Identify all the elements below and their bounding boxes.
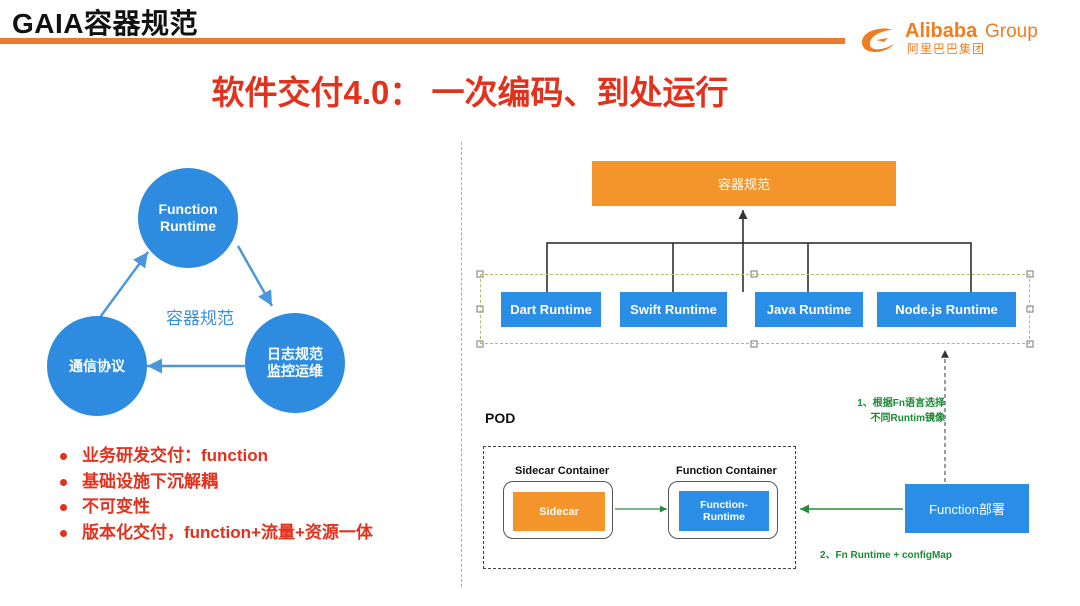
cycle-node-logging-line1: 日志规范 [267,346,323,362]
vertical-divider [461,142,462,587]
header-rule [0,38,845,44]
note-select-image: 1、根据Fn语言选择 不同Runtim镜像 [835,396,945,426]
cycle-arrow-top-right [236,245,274,307]
bullet-item: 版本化交付，function+流量+资源一体 [60,522,373,548]
bullet-item: 业务研发交付：function [60,445,373,471]
pod-label: POD [485,410,516,426]
alibaba-logo-icon [862,28,894,52]
note-select-image-line1: 1、根据Fn语言选择 [857,398,945,409]
runtime-dart: Dart Runtime [501,292,601,327]
sidecar-container-box [503,481,613,539]
page-title: GAIA容器规范 [12,8,199,39]
function-runtime-line2: Runtime [702,511,745,523]
sidecar-container-title: Sidecar Container [515,465,610,477]
cycle-node-logging-line2: 监控运维 [267,363,323,379]
function-container-box [668,481,778,539]
container-spec-box: 容器规范 [592,161,896,206]
selection-handle [1026,305,1034,313]
selection-handle [1026,340,1034,348]
cycle-node-function-runtime-line1: Function [158,201,218,217]
function-runtime-line1: Function- [700,499,748,511]
function-runtime-box: Function-Runtime [679,491,769,531]
function-container-title: Function Container [676,465,777,477]
bullet-item: 不可变性 [60,496,373,522]
runtime-nodejs: Node.js Runtime [877,292,1016,327]
selection-handle [750,340,758,348]
sidecar-box: Sidecar [513,492,605,531]
cycle-arrow-left-up [96,251,150,321]
headline: 软件交付4.0： 一次编码、到处运行 [0,66,1080,114]
headline-text: 软件交付4.0： 一次编码、到处运行 [211,74,729,111]
note-runtime-configmap: 2、Fn Runtime + configMap [820,550,952,561]
tree-connector [546,242,972,292]
logo-chinese-text: 阿里巴巴集团 [907,42,986,56]
function-deploy-box: Function部署 [905,484,1029,533]
pod-box [483,446,796,569]
runtime-swift: Swift Runtime [620,292,727,327]
logo-group-text: Group [985,21,1038,42]
runtime-java: Java Runtime [755,292,863,327]
bullet-item: 基础设施下沉解耦 [60,471,373,497]
cycle-node-protocol-label: 通信协议 [69,357,125,374]
cycle-node-function-runtime-line2: Runtime [159,218,216,234]
runtime-selection-box [480,274,1030,344]
cycle-node-protocol: 通信协议 [47,316,147,416]
cycle-center-label: 容器规范 [166,309,234,328]
bullet-list: 业务研发交付：function 基础设施下沉解耦 不可变性 版本化交付，func… [60,445,373,547]
logo-brand-text: Alibaba [905,20,978,42]
cycle-node-logging: 日志规范监控运维 [245,313,345,413]
note-select-image-line2: 不同Runtim镜像 [870,413,945,424]
